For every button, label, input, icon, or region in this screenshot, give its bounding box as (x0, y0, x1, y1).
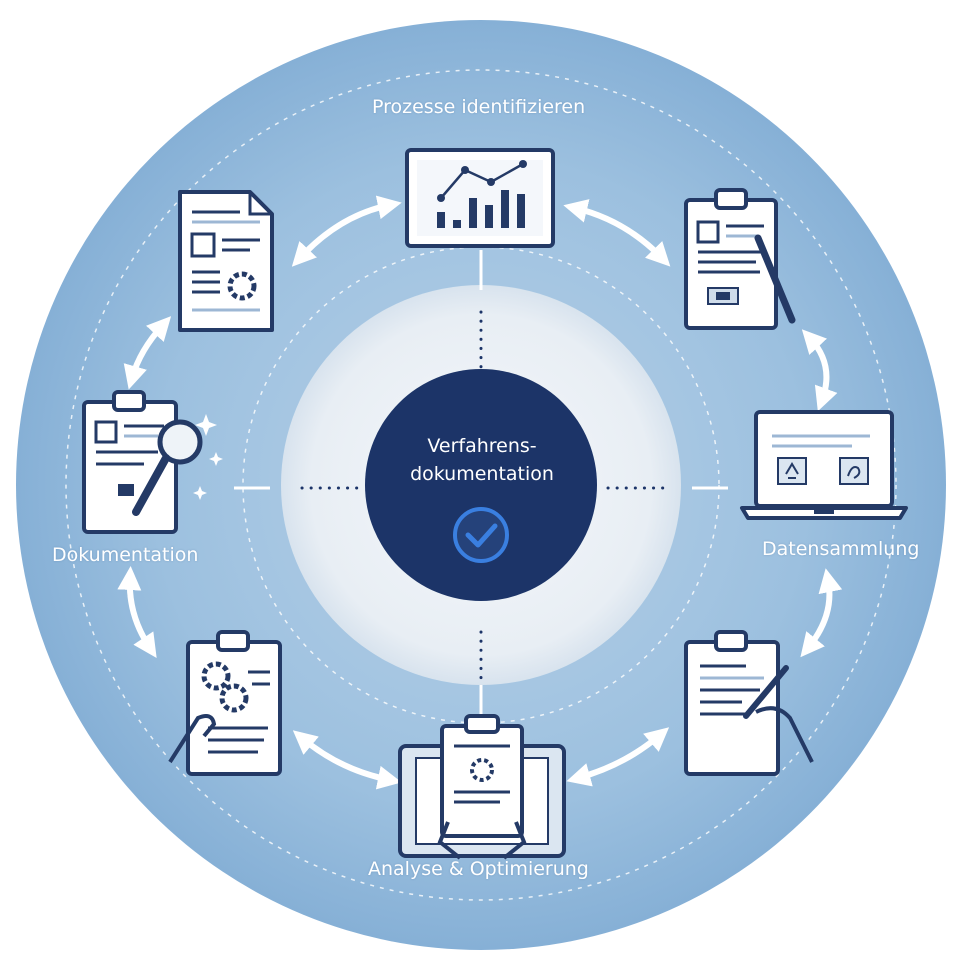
arrow-monitor-to-clipboard (563, 199, 671, 267)
stage-label-left: Dokumentation (52, 544, 199, 566)
arrow-signing-to-tablet (566, 727, 670, 787)
stage-label-right: Datensammlung (762, 538, 920, 560)
spokes (234, 250, 728, 720)
bar-chart-monitor-icon (405, 148, 555, 248)
clipboard-gears-hand-icon (168, 630, 282, 776)
laptop-icon (740, 410, 908, 520)
stage-label-bottom: Analyse & Optimierung (368, 858, 589, 880)
document-signing-icon (684, 630, 814, 776)
cycle-arrows (117, 195, 843, 790)
arrow-clipboard-to-laptop (801, 329, 838, 412)
center-title: Verfahrens- dokumentation (392, 432, 572, 488)
center-title-line2: dokumentation (410, 463, 554, 485)
check-circle-icon (453, 507, 509, 563)
arrow-doc-to-monitor (291, 195, 402, 267)
dotted-connectors (300, 310, 666, 682)
outer-dashed-guide (65, 69, 897, 901)
stage-label-top: Prozesse identifizieren (372, 96, 586, 118)
tablet-clipboard-icon (398, 714, 566, 860)
clipboard-magnifier-icon (82, 390, 223, 534)
center-hub (365, 369, 597, 601)
arrow-magnifier-to-doc (123, 316, 172, 390)
arrow-tablet-to-gears (292, 730, 402, 790)
clipboard-pen-icon (684, 188, 796, 330)
center-title-line1: Verfahrens- (427, 435, 537, 457)
document-gear-icon (178, 190, 274, 332)
arrow-gears-to-magnifier (117, 566, 157, 658)
arrow-laptop-to-signing (800, 568, 843, 658)
